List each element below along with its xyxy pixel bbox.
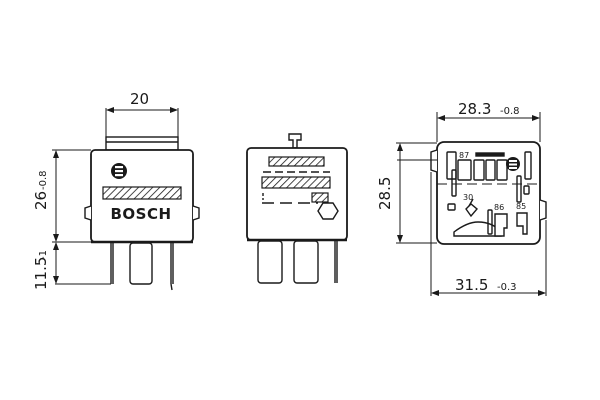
terminal-label-86: 86 xyxy=(494,203,504,212)
front-top-cap xyxy=(105,136,179,151)
bosch-logo-icon xyxy=(111,163,127,179)
terminal-dimensions xyxy=(396,112,547,296)
pin-length-dimension: 11.5 xyxy=(32,257,50,290)
bottom-width-tolerance: -0.3 xyxy=(497,282,517,293)
terminal-label-87: 87 xyxy=(459,151,469,160)
terminal-label-85: 85 xyxy=(516,202,526,211)
terminal-bosch-logo-icon xyxy=(506,157,520,171)
terminal-view xyxy=(430,141,547,245)
front-width-dimension: 20 xyxy=(130,90,149,108)
side-hex-nut-icon xyxy=(317,202,339,220)
front-view xyxy=(84,136,200,291)
terminal-label-30: 30 xyxy=(463,193,473,202)
bosch-brand-text: BOSCH xyxy=(110,205,171,223)
side-view xyxy=(246,133,348,284)
front-height-tolerance: -0.8 xyxy=(38,170,49,190)
front-height-dimension: 26 xyxy=(32,191,50,210)
front-hatched-label xyxy=(102,186,182,200)
front-dimensions xyxy=(52,107,179,285)
pin-length-tolerance: -1 xyxy=(38,250,49,260)
top-width-tolerance: -0.8 xyxy=(500,106,520,117)
bottom-width-dimension: 31.5 xyxy=(455,276,488,294)
terminal-height-dimension: 28.5 xyxy=(376,177,394,210)
top-width-dimension: 28.3 xyxy=(458,100,491,118)
